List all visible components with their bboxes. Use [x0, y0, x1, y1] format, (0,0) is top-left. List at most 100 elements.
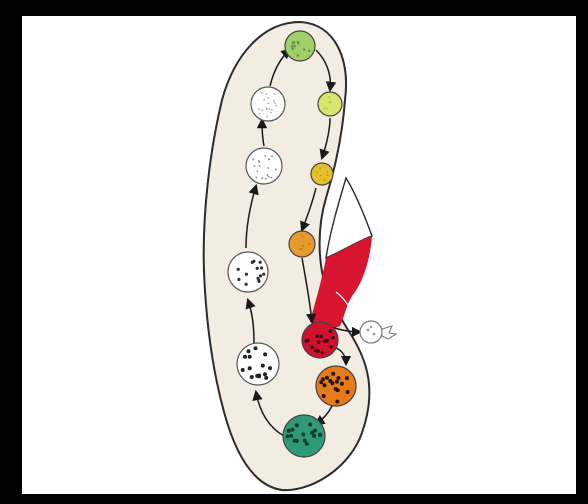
vacuole-particle [303, 439, 307, 443]
vacuole-particle [293, 439, 297, 443]
vacuole-particle [261, 177, 263, 179]
vacuole-particle [334, 387, 338, 391]
vacuole-particle [262, 110, 264, 112]
vacuole-4-orange [289, 231, 315, 257]
vacuole-particle [320, 335, 324, 339]
vacuole-particle [292, 48, 294, 50]
vacuole-particle [267, 174, 269, 176]
vacuole-particle [297, 41, 299, 43]
vacuole-particle [247, 349, 251, 353]
vacuole-particle [267, 102, 269, 104]
vacuole-particle [312, 434, 316, 438]
vacuole-particle [316, 334, 320, 338]
vacuole-particle [331, 372, 335, 376]
vacuole-particle [243, 355, 247, 359]
vacuole-particle [266, 108, 268, 110]
vacuole-particle [265, 93, 267, 95]
vacuole-particle [258, 160, 260, 162]
vacuole-particle [346, 390, 350, 394]
food-vacuole-icon [237, 343, 279, 385]
vacuole-particle [303, 48, 305, 50]
vacuole-particle [256, 277, 259, 280]
food-vacuole-icon [311, 163, 333, 185]
vacuole-particle [308, 50, 310, 52]
vacuole-3-yellow [311, 163, 333, 185]
vacuole-particle [331, 336, 335, 340]
vacuole-particle [291, 45, 293, 47]
vacuole-particle [258, 108, 260, 110]
vacuole-particle [263, 352, 267, 356]
vacuole-2-light-yellow-green [318, 92, 342, 116]
vacuole-particle [267, 97, 269, 99]
vacuole-8-white-dotted [237, 343, 279, 385]
vacuole-particle [345, 376, 349, 380]
vacuole-1-green [285, 31, 315, 61]
vacuole-particle [241, 368, 245, 372]
vacuole-particle [250, 375, 254, 379]
vacuole-particle [271, 155, 273, 157]
vacuole-particle [317, 340, 321, 344]
vacuole-particle [259, 113, 261, 115]
vacuole-particle [270, 112, 272, 114]
vacuole-particle [259, 261, 262, 264]
vacuole-particle [257, 170, 259, 172]
vacuole-particle [273, 100, 275, 102]
vacuole-particle [259, 274, 262, 277]
vacuole-particle [323, 339, 327, 343]
vacuole-particle [271, 109, 273, 111]
vacuole-particle [301, 433, 305, 437]
vacuole-particle [245, 273, 248, 276]
vacuole-particle [261, 92, 263, 94]
vacuole-particle [251, 261, 254, 264]
vacuole-particle [265, 178, 267, 180]
vacuole-10-white-speckled [246, 148, 282, 184]
vacuole-particle [287, 429, 291, 433]
vacuole-particle [329, 345, 333, 349]
egested-vacuole [360, 321, 396, 343]
vacuole-particle [302, 245, 304, 247]
vacuole-particle [257, 374, 261, 378]
vacuole-particle [327, 108, 329, 110]
vacuole-particle [264, 376, 268, 380]
vacuole-particle [320, 175, 322, 177]
vacuole-particle [260, 266, 263, 269]
vacuole-particle [309, 243, 311, 245]
vacuole-particle [292, 42, 294, 44]
vacuole-particle [325, 376, 329, 380]
vacuole-particle [245, 283, 248, 286]
vacuole-particle [259, 165, 261, 167]
vacuole-particle [321, 377, 325, 381]
vacuole-particle [254, 346, 258, 350]
vacuole-particle [306, 339, 310, 343]
vacuole-particle [301, 235, 303, 237]
vacuole-particle [328, 96, 330, 98]
vacuole-particle [337, 376, 341, 380]
vacuole-particle [268, 176, 270, 178]
vacuole-particle [330, 101, 332, 103]
food-vacuole-icon [289, 231, 315, 257]
vacuole-particle [335, 380, 339, 384]
vacuole-particle [294, 45, 296, 47]
vacuole-particle [340, 382, 344, 386]
vacuole-particle [285, 434, 289, 438]
vacuole-particle [268, 366, 272, 370]
vacuole-particle [256, 267, 259, 270]
vacuole-particle [329, 329, 333, 333]
food-vacuole-icon [246, 148, 282, 184]
vacuole-particle [321, 351, 325, 355]
vacuole-particle [274, 93, 276, 95]
vacuole-particle [256, 177, 258, 179]
vacuole-particle [262, 273, 265, 276]
vacuole-11-white-speckled [251, 87, 285, 121]
vacuole-particle [261, 364, 265, 368]
vacuole-particle [270, 177, 272, 179]
vacuole-particle [324, 108, 326, 110]
vacuole-particle [263, 372, 267, 376]
vacuole-particle [297, 54, 299, 56]
vacuole-particle [316, 172, 318, 174]
vacuole-particle [299, 248, 301, 250]
food-vacuole-icon [285, 31, 315, 61]
vacuole-particle [327, 174, 329, 176]
